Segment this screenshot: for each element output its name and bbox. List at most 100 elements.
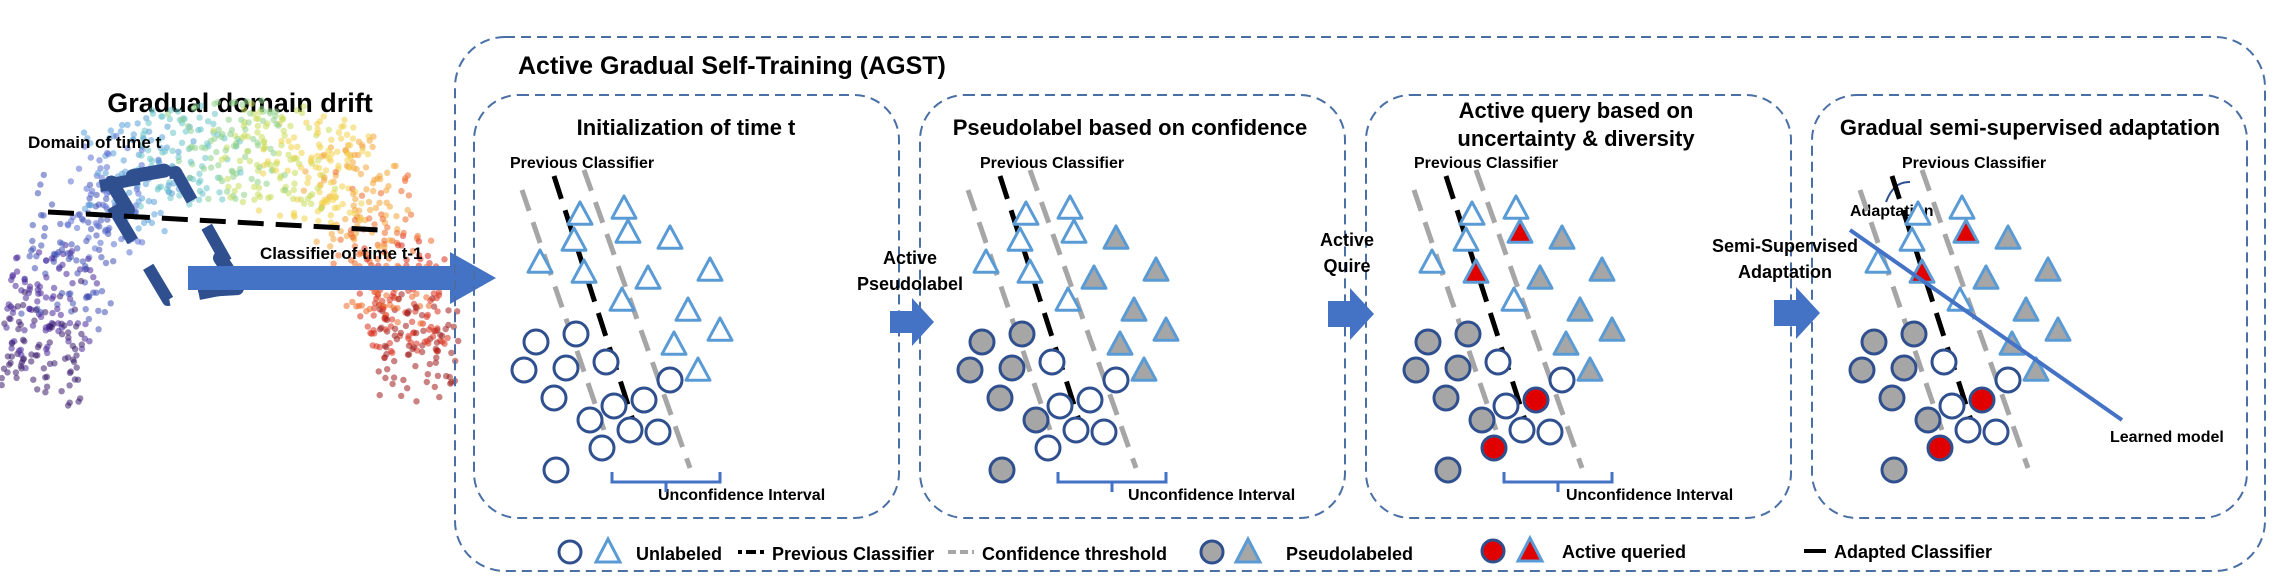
drift-sample-dot — [129, 136, 137, 143]
pseudolabeled-circle — [1890, 354, 1918, 382]
legend: Unlabeled Previous Classifier Confidence… — [557, 534, 1992, 565]
pseudolabeled-triangle — [2034, 256, 2062, 282]
drift-sample-dot — [166, 115, 173, 123]
drift-sample-dot — [169, 129, 177, 136]
previous-classifier-label: Previous Classifier — [980, 155, 1124, 172]
drift-sample-dot — [40, 365, 47, 372]
drift-sample-dot — [405, 332, 412, 340]
drift-sample-dot — [361, 245, 368, 252]
drift-sample-dot — [12, 369, 20, 376]
drift-sample-dot — [433, 339, 441, 346]
drift-sample-dot — [74, 245, 81, 252]
pseudolabeled-circle — [1414, 328, 1442, 356]
drift-sample-dot — [26, 286, 33, 293]
drift-section: Gradual domain drift Domain of time t Cl… — [0, 88, 496, 409]
drift-sample-dot — [254, 191, 262, 198]
drift-sample-dot — [155, 136, 162, 144]
drift-sample-dot — [82, 320, 89, 328]
drift-sample-dot — [436, 393, 443, 401]
drift-sample-dot — [48, 201, 56, 208]
drift-sample-dot — [69, 356, 77, 363]
drift-sample-dot — [288, 144, 295, 151]
drift-sample-dot — [102, 203, 109, 210]
drift-sample-dot — [103, 164, 111, 171]
drift-sample-dot — [413, 304, 420, 312]
drift-sample-dot — [34, 343, 42, 351]
drift-sample-dot — [155, 158, 162, 165]
unlabeled-circle — [540, 384, 568, 412]
pseudolabeled-circle — [1880, 456, 1908, 484]
drift-sample-dot — [290, 155, 298, 163]
drift-sample-dot — [409, 247, 417, 255]
unlabeled-triangle — [1016, 258, 1044, 284]
unlabeled-circle — [1102, 366, 1130, 394]
drift-sample-dot — [105, 230, 112, 237]
panel-title-line1: Active query based on — [1459, 98, 1694, 123]
drift-sample-dot — [107, 127, 115, 134]
pseudolabeled-circle — [1402, 356, 1430, 384]
drift-sample-dot — [370, 133, 377, 140]
unlabeled-triangle — [608, 286, 636, 312]
drift-sample-dot — [303, 119, 310, 126]
pseudolabeled-triangle — [1576, 356, 1604, 382]
drift-sample-dot — [113, 132, 120, 140]
drift-sample-dot — [9, 273, 16, 280]
confidence-threshold-line — [519, 189, 607, 431]
drift-sample-dot — [96, 157, 103, 164]
active-queried-circle — [1480, 434, 1508, 462]
svg-text:Adaptation: Adaptation — [1738, 262, 1832, 282]
drift-sample-dot — [81, 266, 89, 273]
unlabeled-triangle — [1006, 226, 1034, 252]
drift-sample-dot — [68, 241, 75, 248]
drift-sample-dot — [444, 334, 451, 342]
drift-sample-dot — [386, 339, 393, 347]
drift-sample-dot — [438, 332, 446, 339]
drift-sample-dot — [400, 229, 407, 237]
pseudolabeled-triangle — [1548, 224, 1576, 250]
unlabeled-triangle — [1012, 200, 1040, 226]
drift-sample-dot — [21, 276, 28, 283]
active-queried-circle — [1968, 386, 1996, 414]
unlabeled-circle — [1508, 416, 1536, 444]
drift-sample-dot — [67, 178, 75, 185]
drift-sample-dot — [381, 248, 388, 256]
drift-sample-dot — [58, 388, 65, 395]
drift-sample-dot — [17, 321, 24, 328]
drift-sample-dot — [272, 108, 280, 115]
drift-sample-dot — [198, 144, 206, 151]
drift-sample-dot — [351, 210, 359, 217]
drift-sample-dot — [320, 113, 327, 120]
drift-sample-dot — [150, 198, 158, 206]
drift-sample-dot — [376, 343, 383, 351]
pseudolabeled-circle — [1444, 354, 1472, 382]
drift-sample-dot — [242, 126, 249, 133]
drift-sample-dot — [65, 338, 72, 345]
drift-sample-dot — [87, 267, 94, 274]
pseudolabeled-circle — [1434, 456, 1462, 484]
drift-sample-dot — [35, 290, 42, 297]
unlabeled-circle — [1982, 418, 2010, 446]
drift-sample-dot — [98, 288, 106, 295]
drift-sample-dot — [403, 256, 410, 263]
drift-sample-dot — [29, 237, 36, 245]
drift-sample-dot — [261, 138, 268, 145]
unlabeled-circle — [576, 406, 604, 434]
unlabeled-circle — [1090, 418, 1118, 446]
drift-sample-dot — [425, 326, 433, 333]
legend-active-queried-circle — [1480, 538, 1506, 564]
drift-sample-dot — [144, 147, 152, 154]
drift-sample-dot — [87, 140, 94, 147]
drift-sample-dot — [43, 257, 50, 264]
drift-sample-dot — [238, 116, 245, 124]
drift-sample-dot — [43, 373, 51, 380]
unlabeled-triangle — [1418, 248, 1446, 274]
drift-sample-dot — [376, 199, 383, 206]
drift-sample-dot — [312, 164, 319, 171]
unconfidence-label: Unconfidence Interval — [658, 487, 825, 504]
legend-adapted-classifier-text: Adapted Classifier — [1834, 542, 1992, 562]
legend-pseudolabeled-triangle — [1233, 535, 1263, 564]
unconfidence-label: Unconfidence Interval — [1128, 487, 1295, 504]
drift-sample-dot — [315, 217, 322, 225]
unlabeled-triangle — [1054, 286, 1082, 312]
drift-sample-dot — [381, 229, 388, 236]
